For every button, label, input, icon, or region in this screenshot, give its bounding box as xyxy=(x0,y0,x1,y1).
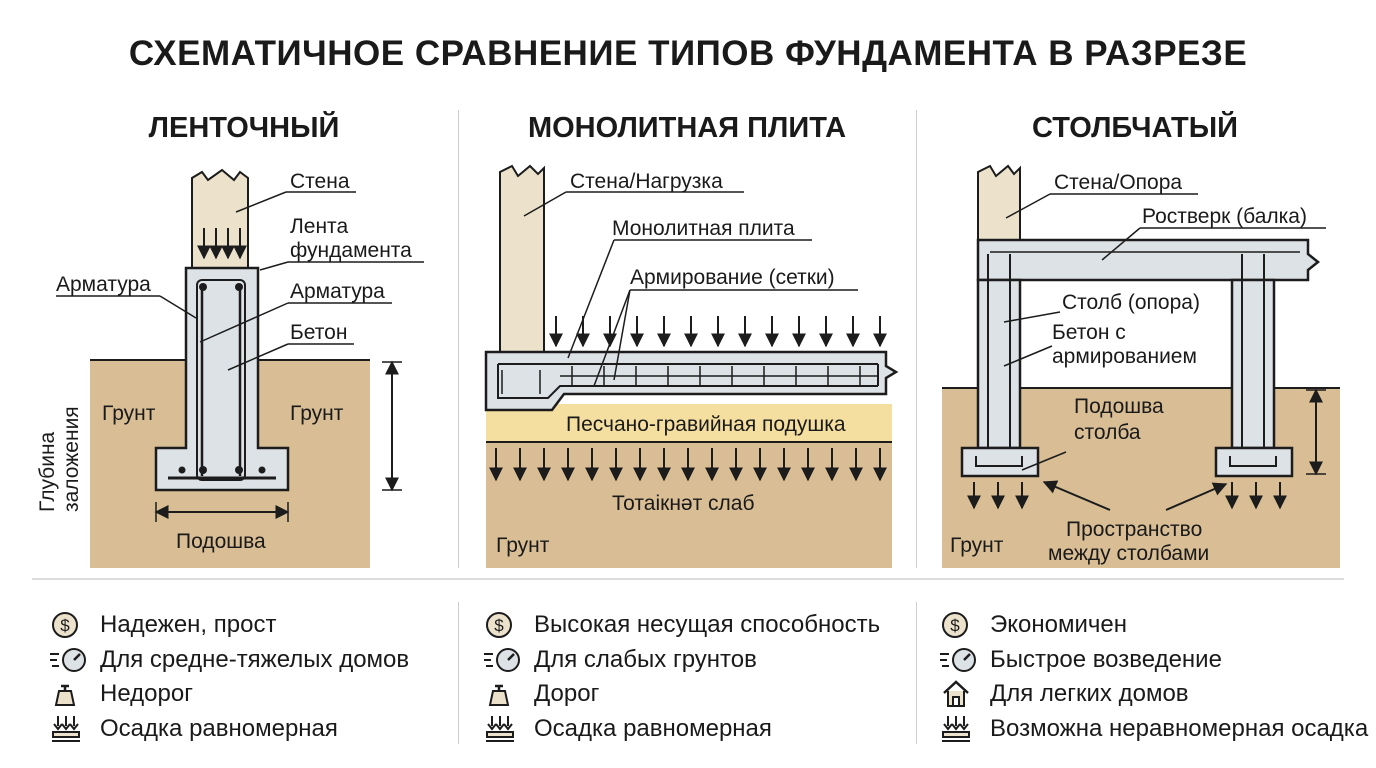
house-icon xyxy=(940,679,990,709)
svg-text:$: $ xyxy=(950,616,960,635)
feature-text: Для средне-тяжелых домов xyxy=(100,645,410,673)
feature-item: Для слабых грунтов xyxy=(484,643,880,678)
settlement-icon xyxy=(484,714,534,744)
settlement-icon xyxy=(50,714,100,744)
feature-item: $ Экономичен xyxy=(940,608,1368,643)
pile-base-left xyxy=(960,446,1040,478)
strip-label-soil-left: Грунт xyxy=(102,402,156,425)
feature-item: Быстрое возведение xyxy=(940,643,1368,678)
divider-3 xyxy=(458,602,459,744)
slab-label-soil: Грунт xyxy=(496,534,550,557)
slab-soil-arrows xyxy=(489,448,887,482)
feature-item: $ Высокая несущая способность xyxy=(484,608,880,643)
pile-wall xyxy=(977,164,1021,241)
feature-item: $ Надежен, прост xyxy=(50,608,409,643)
section-title-slab: МОНОЛИТНАЯ ПЛИТА xyxy=(527,112,847,144)
strip-body xyxy=(154,266,290,492)
dollar-icon: $ xyxy=(940,610,990,640)
slab-body xyxy=(484,350,899,412)
pile-label-concrete-1: Бетон с xyxy=(1052,321,1126,344)
pile-label-grillage: Ростверк (балка) xyxy=(1142,205,1307,228)
pile-label-space-2: между столбами xyxy=(1048,542,1209,565)
pile-label-pillar: Столб (опора) xyxy=(1062,291,1200,314)
feature-text: Осадка равномерная xyxy=(534,714,772,742)
gauge-icon xyxy=(484,645,534,675)
slab-load-arrows xyxy=(549,316,887,348)
slab-foundation: Стена/Нагрузка Монолитная плита Армирова… xyxy=(484,164,899,568)
pile-label-base-2: столба xyxy=(1074,421,1141,444)
feature-text: Недорог xyxy=(100,680,193,708)
weight-icon xyxy=(50,679,100,709)
divider-2 xyxy=(916,110,917,568)
feature-item: Возможна неравномерная осадка xyxy=(940,712,1368,747)
gauge-icon xyxy=(940,645,990,675)
slab-label-cushion: Песчано-гравийная подушка xyxy=(566,413,846,436)
slab-label-mesh: Армирование (сетки) xyxy=(630,266,835,289)
feature-text: Экономичен xyxy=(990,611,1127,639)
slab-label-weak-soil: Тотаікнәт слаб xyxy=(612,492,755,515)
pile-label-space-1: Пространство xyxy=(1066,518,1202,541)
feature-text: Возможна неравномерная осадка xyxy=(990,714,1369,742)
page-title: СХЕМАТИЧНОЕ СРАВНЕНИЕ ТИПОВ ФУНДАМЕНТА В… xyxy=(128,34,1248,73)
feature-text: Для слабых грунтов xyxy=(534,645,757,673)
feature-text: Для легких домов xyxy=(990,680,1189,708)
svg-text:$: $ xyxy=(60,616,70,635)
dollar-icon: $ xyxy=(50,610,100,640)
section-title-pile: СТОЛБЧАТЫЙ xyxy=(1032,112,1238,144)
strip-label-soil-right: Грунт xyxy=(290,402,344,425)
strip-wall xyxy=(191,168,249,269)
strip-label-rebar-left: Арматура xyxy=(56,273,151,296)
feature-text: Надежен, прост xyxy=(100,611,277,639)
strip-label-depth-1: Глубина xyxy=(36,431,59,512)
strip-label-strip-1: Лента xyxy=(290,215,348,238)
pile-label-soil: Грунт xyxy=(950,534,1004,557)
pile-column-right xyxy=(1230,278,1276,450)
section-title-strip: ЛЕНТОЧНЫЙ xyxy=(148,112,340,144)
divider-1 xyxy=(458,110,459,568)
pile-label-base-1: Подошва xyxy=(1074,395,1164,418)
strip-label-concrete: Бетон xyxy=(290,321,347,344)
settlement-icon xyxy=(940,714,990,744)
slab-label-slab: Монолитная плита xyxy=(612,217,795,240)
feature-item: Дорог xyxy=(484,677,880,712)
feature-text: Дорог xyxy=(534,680,600,708)
foundation-diagrams: Стена Лента фундамента Арматура Арматура… xyxy=(36,164,1340,568)
divider-4 xyxy=(916,602,917,744)
feature-item: Для легких домов xyxy=(940,677,1368,712)
gauge-icon xyxy=(50,645,100,675)
feature-item: Недорог xyxy=(50,677,409,712)
dollar-icon: $ xyxy=(484,610,534,640)
pile-foundation: Стена/Опора Ростверк (балка) Столб (опор… xyxy=(942,164,1340,568)
strip-label-depth-2: заложения xyxy=(60,406,83,512)
pile-grillage xyxy=(976,238,1321,282)
slab-label-wall: Стена/Нагрузка xyxy=(570,170,723,193)
feature-text: Быстрое возведение xyxy=(990,645,1222,673)
strip-label-rebar-right: Арматура xyxy=(290,280,385,303)
weight-icon xyxy=(484,679,534,709)
pile-column-left xyxy=(976,278,1022,450)
slab-wall xyxy=(499,164,545,353)
pile-label-concrete-2: армированием xyxy=(1052,345,1197,368)
pile-base-right xyxy=(1214,446,1294,478)
slab-sand-cushion xyxy=(486,404,892,442)
strip-label-wall: Стена xyxy=(290,170,350,193)
strip-foundation: Стена Лента фундамента Арматура Арматура… xyxy=(36,168,424,568)
strip-label-strip-2: фундамента xyxy=(290,239,412,262)
pile-label-wall: Стена/Опора xyxy=(1054,171,1182,194)
feature-text: Осадка равномерная xyxy=(100,714,338,742)
svg-text:$: $ xyxy=(494,616,504,635)
feature-item: Осадка равномерная xyxy=(50,712,409,747)
feature-text: Высокая несущая способность xyxy=(534,611,881,639)
strip-label-sole: Подошва xyxy=(176,530,266,553)
feature-item: Осадка равномерная xyxy=(484,712,880,747)
feature-item: Для средне-тяжелых домов xyxy=(50,643,409,678)
horizontal-divider xyxy=(32,578,1344,580)
